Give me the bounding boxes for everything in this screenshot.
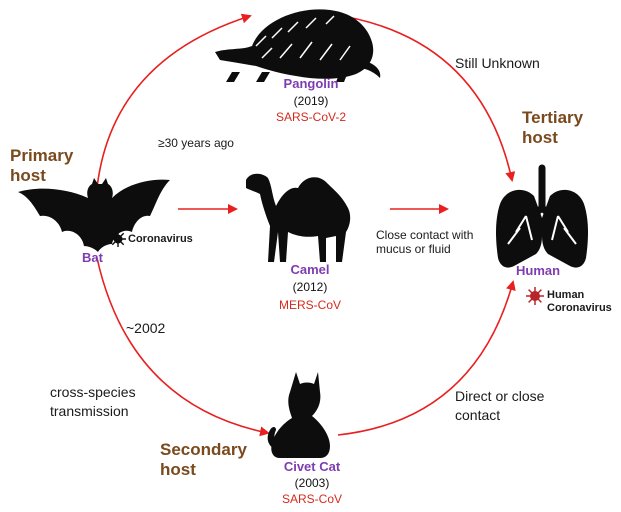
camel-silhouette: [246, 174, 350, 262]
primary-host-line1: Primary: [10, 146, 73, 166]
secondary-host-line1: Secondary: [160, 440, 247, 460]
cat-silhouette: [268, 372, 330, 458]
pangolin-name: Pangolin: [262, 77, 360, 92]
cross-species-note: cross-species transmission: [50, 384, 136, 419]
tertiary-host-line2: host: [522, 128, 583, 148]
tertiary-host-label: Tertiary host: [522, 108, 583, 147]
civet-block: Civet Cat (2003) SARS-CoV: [262, 460, 362, 507]
secondary-host-label: Secondary host: [160, 440, 247, 479]
camel-virus: MERS-CoV: [260, 299, 360, 313]
direct-contact-line2: contact: [455, 407, 544, 423]
thirty-years-note: ≥30 years ago: [158, 137, 234, 151]
human-virus-label: Human Coronavirus: [547, 289, 612, 314]
still-unknown-note: Still Unknown: [455, 55, 540, 71]
direct-contact-line1: Direct or close: [455, 388, 544, 404]
human-virus-line1: Human: [547, 289, 612, 302]
human-coronavirus-icon: [526, 287, 544, 305]
close-contact-line2: mucus or fluid: [376, 243, 473, 257]
tertiary-host-line1: Tertiary: [522, 108, 583, 128]
camel-name: Camel: [260, 263, 360, 278]
close-contact-line1: Close contact with: [376, 229, 473, 243]
close-contact-note: Close contact with mucus or fluid: [376, 229, 473, 257]
camel-block: Camel (2012) MERS-CoV: [260, 263, 360, 313]
bat-name: Bat: [82, 251, 103, 266]
primary-host-label: Primary host: [10, 146, 73, 185]
human-name: Human: [516, 264, 560, 279]
cross-species-line1: cross-species: [50, 384, 136, 400]
civet-name: Civet Cat: [262, 460, 362, 475]
direct-contact-note: Direct or close contact: [455, 388, 544, 423]
human-virus-line2: Coronavirus: [547, 302, 612, 315]
lungs-icon: [496, 168, 588, 268]
pangolin-year: (2019): [262, 95, 360, 109]
camel-year: (2012): [260, 281, 360, 295]
primary-host-line2: host: [10, 166, 73, 186]
civet-virus: SARS-CoV: [262, 493, 362, 507]
secondary-host-line2: host: [160, 460, 247, 480]
circa-2002-note: ~2002: [126, 320, 165, 336]
bat-virus-label: Coronavirus: [128, 233, 193, 246]
cross-species-line2: transmission: [50, 403, 136, 419]
coronavirus-icon: [110, 231, 126, 247]
pangolin-virus: SARS-CoV-2: [262, 111, 360, 125]
civet-year: (2003): [262, 477, 362, 491]
pangolin-block: Pangolin (2019) SARS-CoV-2: [262, 77, 360, 125]
arrow-bat-to-pangolin: [97, 16, 250, 188]
